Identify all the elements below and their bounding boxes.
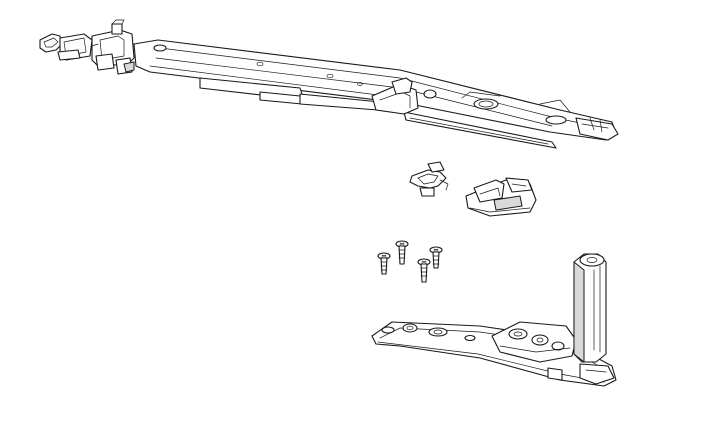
scissor-arm [39, 19, 619, 149]
small-clip [409, 161, 449, 197]
screw-3 [429, 246, 443, 269]
screw-2 [395, 240, 409, 265]
screws [377, 240, 443, 283]
screw-1 [377, 252, 391, 275]
screw-4 [417, 258, 431, 283]
guide-block [465, 177, 537, 217]
corner-hinge [371, 253, 617, 387]
